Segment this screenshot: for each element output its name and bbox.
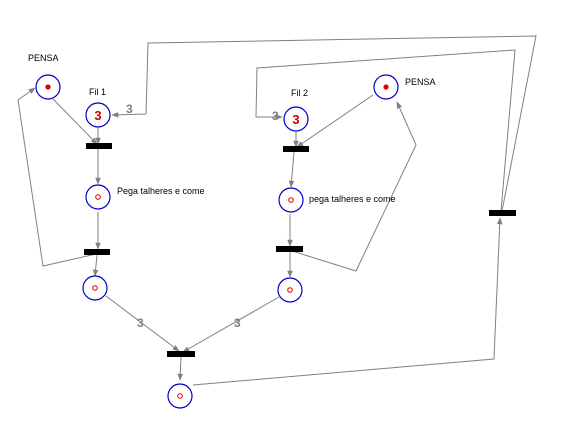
- transition-t5[interactable]: [489, 210, 516, 216]
- label-pensa-right: PENSA: [405, 77, 436, 87]
- place-bottom-left[interactable]: [82, 275, 108, 301]
- weight-to-fil1: 3: [126, 102, 133, 116]
- arc-bottom-right-to-join: [182, 296, 280, 353]
- transition-t2[interactable]: [84, 249, 110, 255]
- transition-t3[interactable]: [283, 146, 309, 152]
- places: 3 3: [35, 74, 399, 409]
- weight-right-to-join: 3: [234, 316, 241, 330]
- arc-pensa-left-to-t1: [52, 98, 98, 145]
- arc-t2-to-pensa-left: [17, 87, 97, 267]
- arc-t3-to-eat-right: [288, 151, 295, 188]
- transition-t1[interactable]: [86, 143, 112, 149]
- token-ring-eat-right: [288, 197, 294, 203]
- token-count-fil2: 3: [292, 112, 299, 127]
- arc-bottom-to-t5: [192, 217, 503, 386]
- arcs: [17, 35, 537, 386]
- transitions: [84, 143, 516, 357]
- label-eat-right: pega talheres e come: [309, 194, 396, 204]
- token-count-fil1: 3: [94, 108, 101, 123]
- token-dot-pensa-left: [45, 84, 51, 90]
- token-ring-bottom-right: [287, 287, 293, 293]
- label-fil1: Fil 1: [89, 87, 106, 97]
- arc-pensa-right-to-t3: [296, 94, 374, 148]
- arc-t4-to-pensa-right: [291, 101, 417, 272]
- token-ring-eat-left: [95, 194, 101, 200]
- labels: PENSA Fil 1 Pega talheres e come PENSA F…: [28, 53, 436, 204]
- transition-join[interactable]: [167, 351, 195, 357]
- place-bottom-right[interactable]: [277, 277, 303, 303]
- arc-weights: 3 3 3 3: [126, 102, 279, 330]
- arc-t5-to-fil2: [255, 49, 516, 212]
- place-bottom-center[interactable]: [167, 383, 193, 409]
- arc-bottom-left-to-join: [105, 295, 180, 352]
- place-eat-left[interactable]: [85, 184, 111, 210]
- place-eat-right[interactable]: [278, 187, 304, 213]
- label-eat-left: Pega talheres e come: [117, 186, 205, 196]
- token-ring-bottom-left: [92, 285, 98, 291]
- place-fil2[interactable]: [283, 106, 309, 132]
- label-pensa-left: PENSA: [28, 53, 59, 63]
- label-fil2: Fil 2: [291, 88, 308, 98]
- token-ring-bottom-center: [177, 393, 183, 399]
- place-fil1[interactable]: [85, 102, 111, 128]
- weight-left-to-join: 3: [137, 316, 144, 330]
- weight-to-fil2: 3: [272, 109, 279, 123]
- arc-t2-to-bottom-left: [92, 254, 99, 277]
- transition-t4[interactable]: [276, 246, 303, 252]
- arc-t5-to-fil1: [111, 35, 537, 212]
- arc-join-to-bottom: [177, 356, 184, 381]
- token-dot-pensa-right: [383, 84, 389, 90]
